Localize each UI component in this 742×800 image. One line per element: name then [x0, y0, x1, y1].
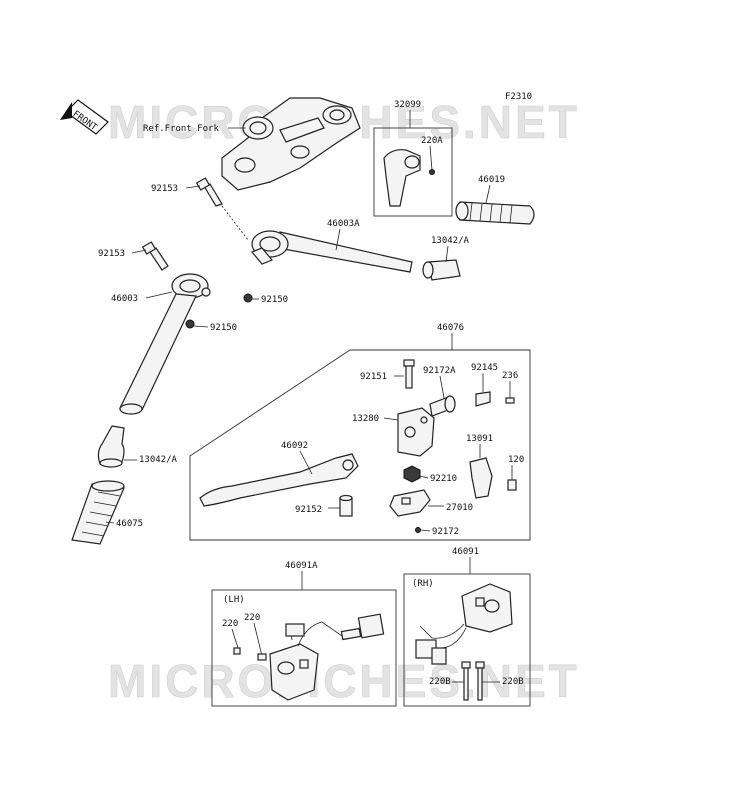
part-92210: 92210 [430, 474, 457, 484]
box-rh [403, 573, 531, 707]
box-lh-label: (LH) [223, 595, 245, 605]
screw-220B-b [475, 661, 485, 701]
part-13091: 13091 [466, 434, 493, 444]
part-46003: 46003 [111, 294, 138, 304]
diagram-code: F2310 [505, 92, 532, 102]
ref-front-fork-label: Ref.Front Fork [143, 124, 219, 134]
part-92150-right: 92150 [261, 295, 288, 305]
part-220B-left: 220B [429, 677, 451, 687]
part-220A: 220A [421, 136, 443, 146]
part-32099: 32099 [394, 100, 421, 110]
part-220B-right: 220B [502, 677, 524, 687]
nut-92150-left [185, 319, 195, 329]
switch-housing-rh [415, 583, 513, 665]
box-lh [211, 589, 397, 707]
part-92152: 92152 [295, 505, 322, 515]
collar-92152 [339, 494, 353, 517]
part-92150-left: 92150 [210, 323, 237, 333]
part-13042-right: 13042/A [431, 236, 470, 246]
bolt-120 [507, 479, 517, 491]
screw-220B-a [461, 661, 471, 701]
grip-46019 [455, 201, 535, 225]
part-46091A: 46091A [285, 561, 318, 571]
handlebar-46003 [119, 273, 211, 415]
grip-46075 [71, 480, 125, 545]
bolt-92153-lower [141, 241, 169, 271]
part-120: 120 [508, 455, 524, 465]
part-13042-left: 13042/A [139, 455, 178, 465]
part-92172: 92172 [432, 527, 459, 537]
part-13280: 13280 [352, 414, 379, 424]
screw-92172 [415, 527, 421, 533]
part-46091: 46091 [452, 547, 479, 557]
block-13091 [469, 457, 493, 499]
lever-bracket-13280 [397, 407, 435, 457]
part-92145: 92145 [471, 363, 498, 373]
box-46076 [189, 349, 531, 541]
triple-clamp [221, 97, 361, 191]
switch-housing-lh [269, 613, 385, 701]
handlebar-46003A [251, 230, 413, 273]
part-46003A: 46003A [327, 219, 360, 229]
part-46076: 46076 [437, 323, 464, 333]
bar-end-right [422, 259, 461, 281]
nut-92210 [403, 465, 421, 483]
part-220-b: 220 [244, 613, 260, 623]
bar-end-left [97, 425, 125, 468]
screw-92172A [429, 395, 456, 417]
box-32099 [373, 127, 453, 217]
box-rh-label: (RH) [412, 579, 434, 589]
part-46075: 46075 [116, 519, 143, 529]
part-27010: 27010 [446, 503, 473, 513]
part-92151: 92151 [360, 372, 387, 382]
front-arrow-icon: FRONT [60, 99, 109, 135]
part-92153-lower: 92153 [98, 249, 125, 259]
part-92153-upper: 92153 [151, 184, 178, 194]
part-220-a: 220 [222, 619, 238, 629]
switch-27010 [389, 489, 431, 517]
part-92172A: 92172A [423, 366, 456, 376]
spring-92145 [475, 391, 491, 407]
bolt-92151 [403, 359, 415, 389]
part-46092: 46092 [281, 441, 308, 451]
part-46019: 46019 [478, 175, 505, 185]
bolt-92153-upper [195, 177, 223, 207]
screw-236 [505, 397, 515, 404]
nut-92150-right [243, 293, 253, 303]
part-236: 236 [502, 371, 518, 381]
lever-46092 [199, 453, 359, 507]
watermark-bottom: MICROFICHES.NET [108, 655, 580, 707]
